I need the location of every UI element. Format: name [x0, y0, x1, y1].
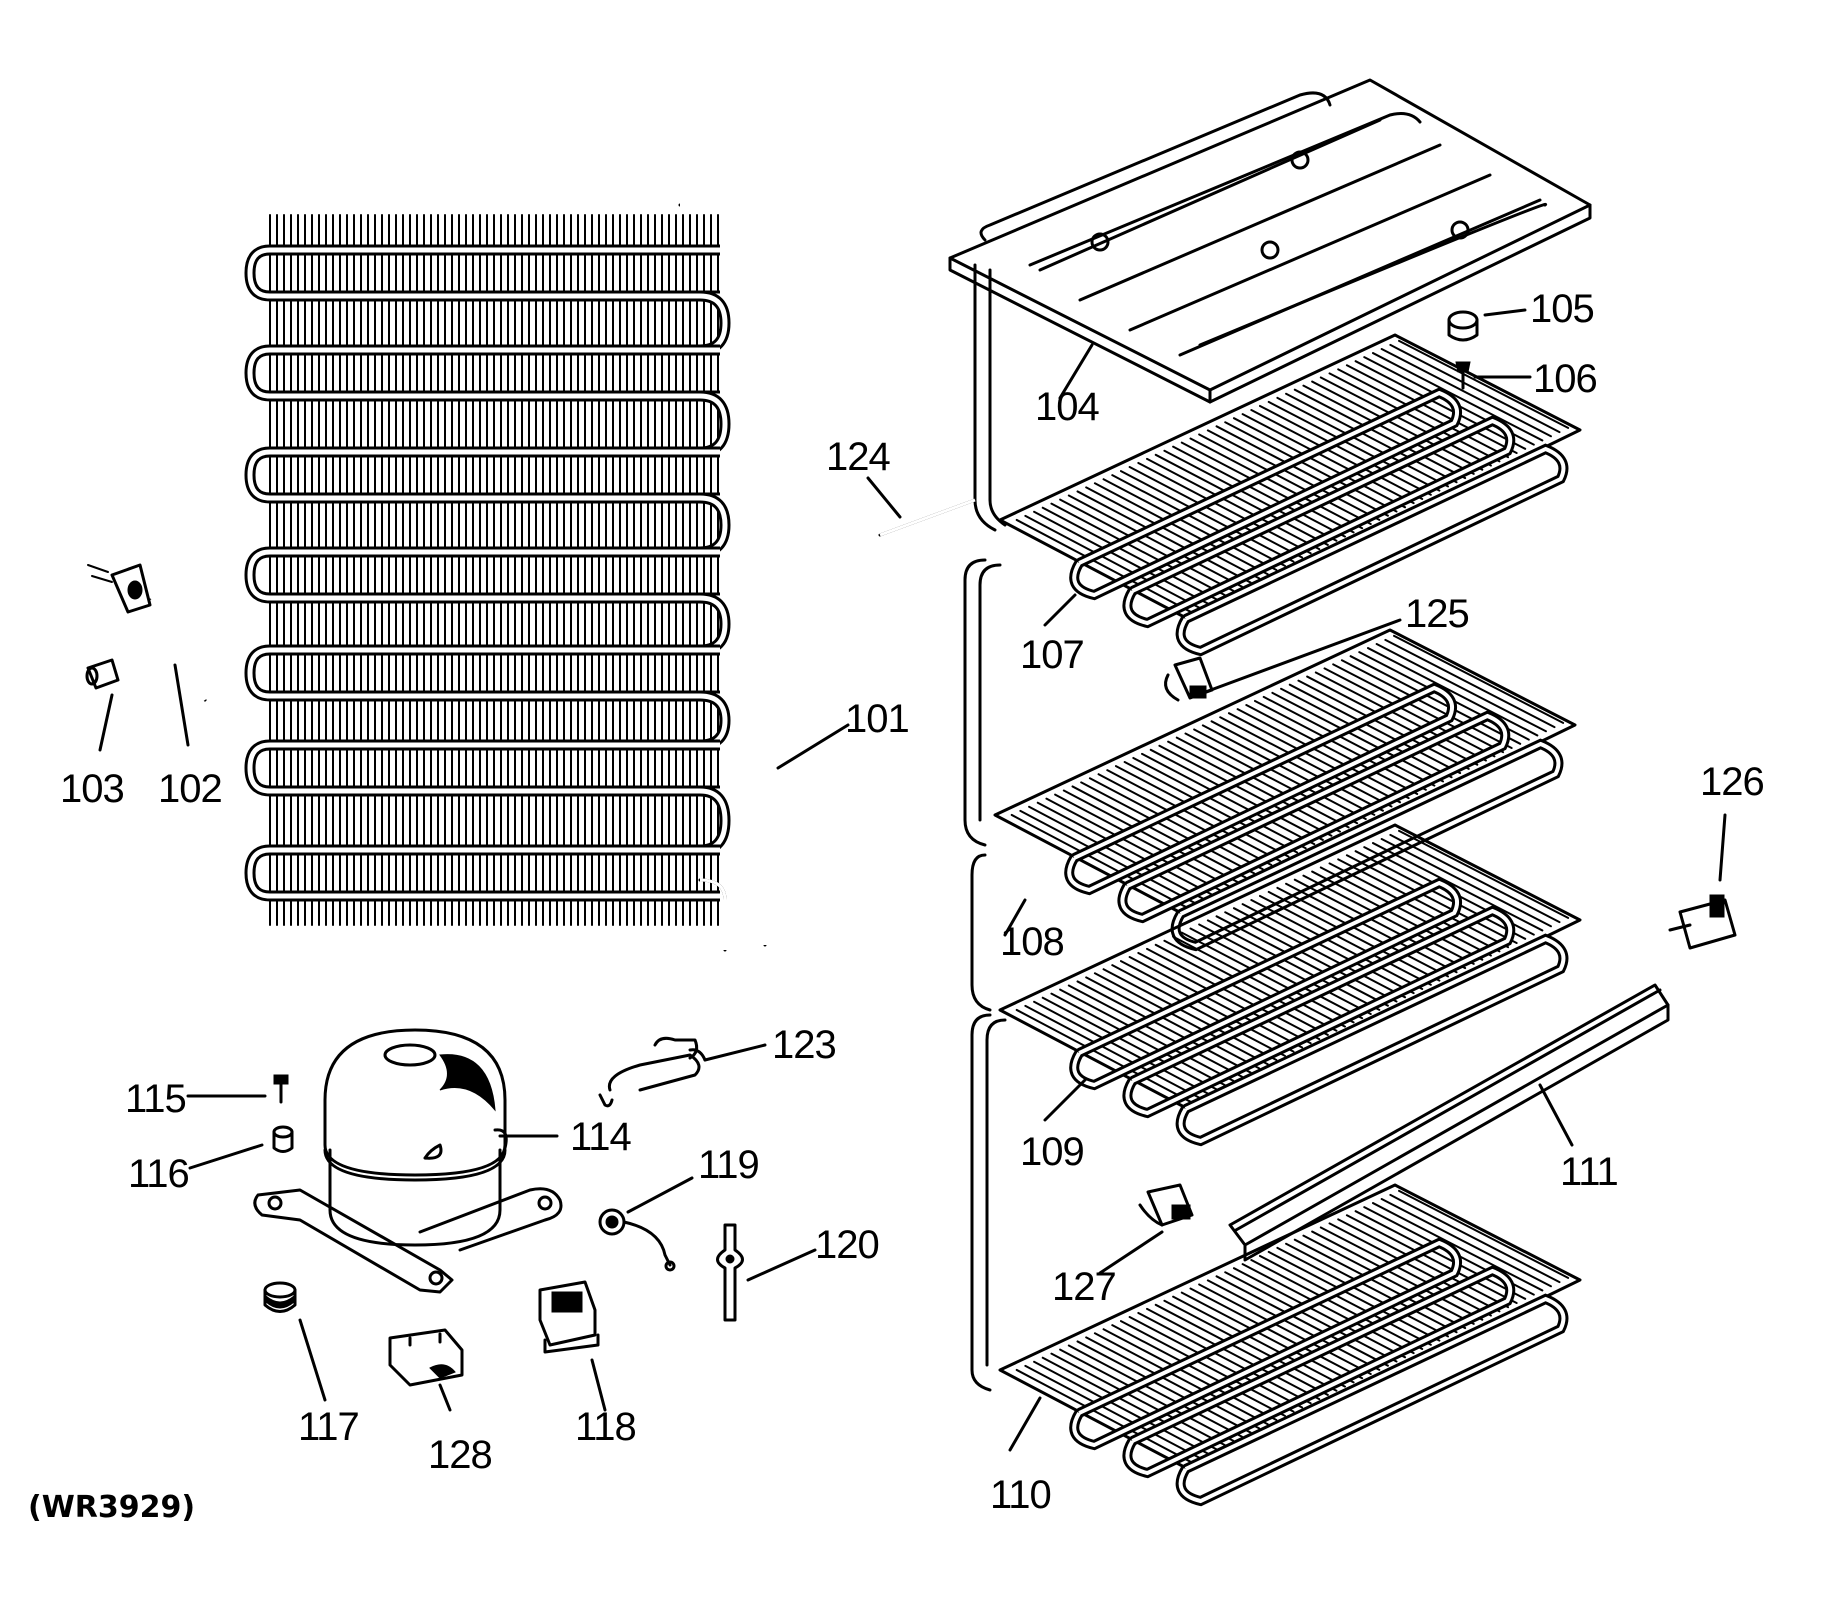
- callout-124: 124: [826, 435, 890, 479]
- top-evaporator-plate: [948, 78, 1592, 404]
- callout-126: 126: [1700, 760, 1764, 804]
- callout-117: 117: [298, 1405, 359, 1449]
- callout-110: 110: [990, 1473, 1051, 1517]
- callout-labels: 101 102 103 104 105 106 107 108 109 110 …: [60, 287, 1765, 1517]
- overload-128: [388, 1328, 464, 1387]
- callout-114: 114: [570, 1115, 632, 1159]
- callout-106: 106: [1533, 357, 1597, 401]
- riser-tubes: [963, 263, 1007, 1392]
- callout-103: 103: [60, 767, 124, 811]
- callout-107: 107: [1020, 633, 1084, 677]
- bracket-120: [716, 1223, 744, 1322]
- callout-111: 111: [1560, 1150, 1618, 1194]
- callout-104: 104: [1035, 385, 1099, 429]
- leader-lines: [98, 308, 1727, 1452]
- callout-118: 118: [575, 1405, 636, 1449]
- relay-118: [538, 1280, 600, 1354]
- clip-123: [598, 1036, 707, 1108]
- callout-123: 123: [772, 1023, 836, 1067]
- cap-105: [1447, 310, 1479, 342]
- grommet-117: [263, 1281, 297, 1313]
- callout-125: 125: [1405, 592, 1469, 636]
- channel-strip: [1228, 983, 1670, 1262]
- screw-106: [1455, 361, 1471, 390]
- callout-102: 102: [158, 767, 222, 811]
- callout-127: 127: [1052, 1265, 1116, 1309]
- wire-shelf-evaporators: [993, 333, 1582, 1507]
- bracket-126: [1668, 894, 1737, 950]
- screw-115: [273, 1074, 289, 1104]
- callout-109: 109: [1020, 1130, 1084, 1174]
- callout-101: 101: [845, 697, 909, 741]
- terminal-119: [598, 1208, 676, 1272]
- callout-105: 105: [1530, 287, 1594, 331]
- callout-119: 119: [698, 1143, 759, 1187]
- compressor: [253, 1028, 563, 1294]
- condenser-coil: [244, 203, 767, 952]
- diagram-code: (WR3929): [28, 1490, 195, 1525]
- callout-108: 108: [1000, 920, 1064, 964]
- cord-clip: [85, 658, 120, 690]
- callout-120: 120: [815, 1223, 879, 1267]
- power-cord: [87, 563, 207, 702]
- callout-115: 115: [125, 1077, 186, 1121]
- sleeve-116: [272, 1125, 294, 1153]
- callout-128: 128: [428, 1433, 492, 1477]
- callout-116: 116: [128, 1152, 189, 1196]
- clip-127: [1138, 1183, 1194, 1227]
